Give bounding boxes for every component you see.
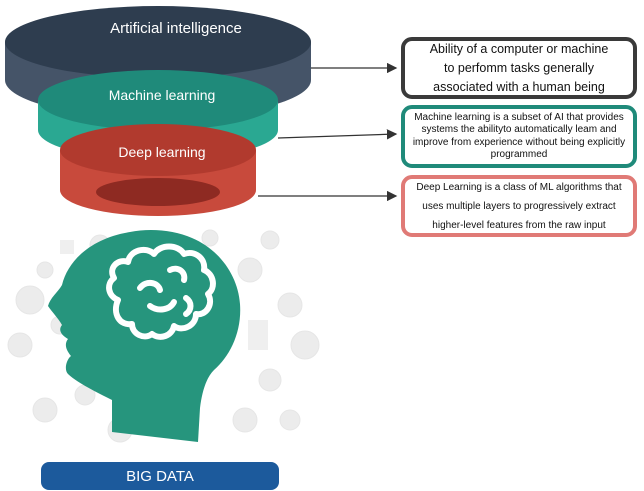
ml-definition-line-2: systems the abilityto automatically leam… (421, 124, 617, 135)
ml-definition-line-4: programmed (490, 149, 548, 160)
tier-dl (60, 124, 256, 216)
tier-dl-label: Deep learning (118, 144, 205, 160)
dl-definition-line-2: uses multiple layers to progressively ex… (422, 200, 616, 212)
ai-definition-box: Ability of a computer or machine to perf… (401, 37, 637, 99)
dl-definition-line-3: higher-level features from the raw input (432, 219, 606, 231)
big-data-banner: BIG DATA (41, 462, 279, 490)
tier-ml-label: Machine learning (109, 87, 216, 103)
tier-ai-label: Artificial intelligence (110, 20, 242, 37)
brain-icon (106, 243, 216, 340)
ai-definition-line-2: to perfomm tasks generally (443, 60, 595, 75)
ai-definition-line-3: associated with a human being (433, 79, 605, 94)
arrow-ml (277, 129, 398, 140)
ml-definition-line-1: Machine learning is a subset of AI that … (414, 111, 624, 123)
ai-definition-line-1: Ability of a computer or machine (429, 41, 609, 56)
dl-definition-box: Deep Learning is a class of ML algorithm… (401, 175, 637, 237)
ml-definition-box: Machine learning is a subset of AI that … (401, 105, 637, 168)
ml-definition-line-3: improve from experience without being ex… (412, 136, 626, 148)
dl-definition-line-1: Deep Learning is a class of ML algorithm… (416, 181, 622, 193)
